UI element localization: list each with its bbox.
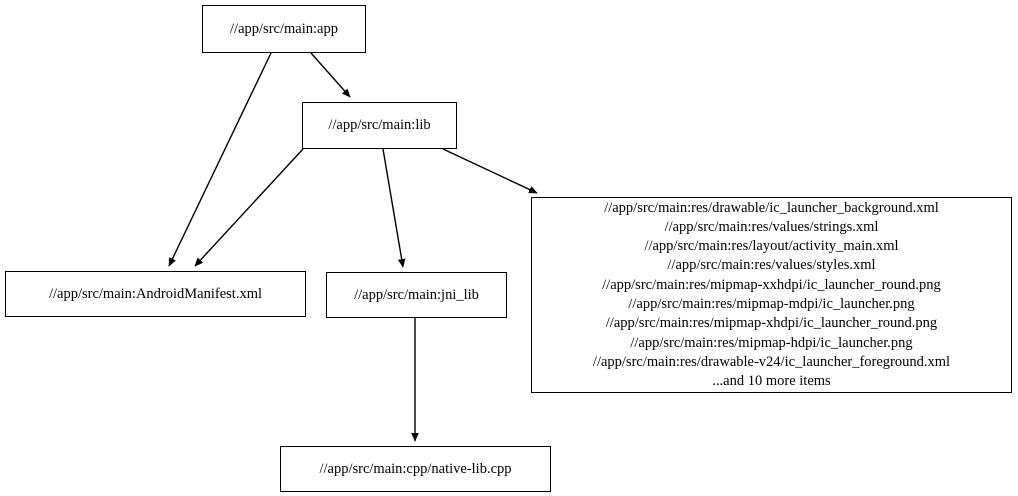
graph-node-resources-label: //app/src/main:res/drawable/ic_launcher_… bbox=[592, 199, 951, 390]
graph-node-resources[interactable]: //app/src/main:res/drawable/ic_launcher_… bbox=[531, 197, 1012, 393]
graph-node-native-lib-cpp-label: //app/src/main:cpp/native-lib.cpp bbox=[319, 460, 512, 477]
graph-node-native-lib-cpp[interactable]: //app/src/main:cpp/native-lib.cpp bbox=[280, 446, 551, 492]
graph-node-androidmanifest[interactable]: //app/src/main:AndroidManifest.xml bbox=[5, 271, 306, 317]
graph-node-lib[interactable]: //app/src/main:lib bbox=[302, 102, 457, 149]
edge-app-to-manifest bbox=[168, 52, 272, 267]
edge-app-to-lib bbox=[310, 52, 351, 98]
graph-node-app-label: //app/src/main:app bbox=[230, 20, 338, 37]
edge-lib-to-manifest bbox=[194, 148, 304, 267]
graph-node-androidmanifest-label: //app/src/main:AndroidManifest.xml bbox=[48, 285, 263, 302]
graph-node-lib-label: //app/src/main:lib bbox=[328, 117, 431, 133]
edge-lib-to-jni bbox=[382, 148, 406, 268]
graph-node-jni-lib-label: //app/src/main:jni_lib bbox=[354, 286, 479, 303]
graph-node-app[interactable]: //app/src/main:app bbox=[202, 5, 366, 53]
edge-lib-to-res bbox=[442, 148, 538, 194]
graph-node-jni-lib[interactable]: //app/src/main:jni_lib bbox=[326, 272, 507, 318]
